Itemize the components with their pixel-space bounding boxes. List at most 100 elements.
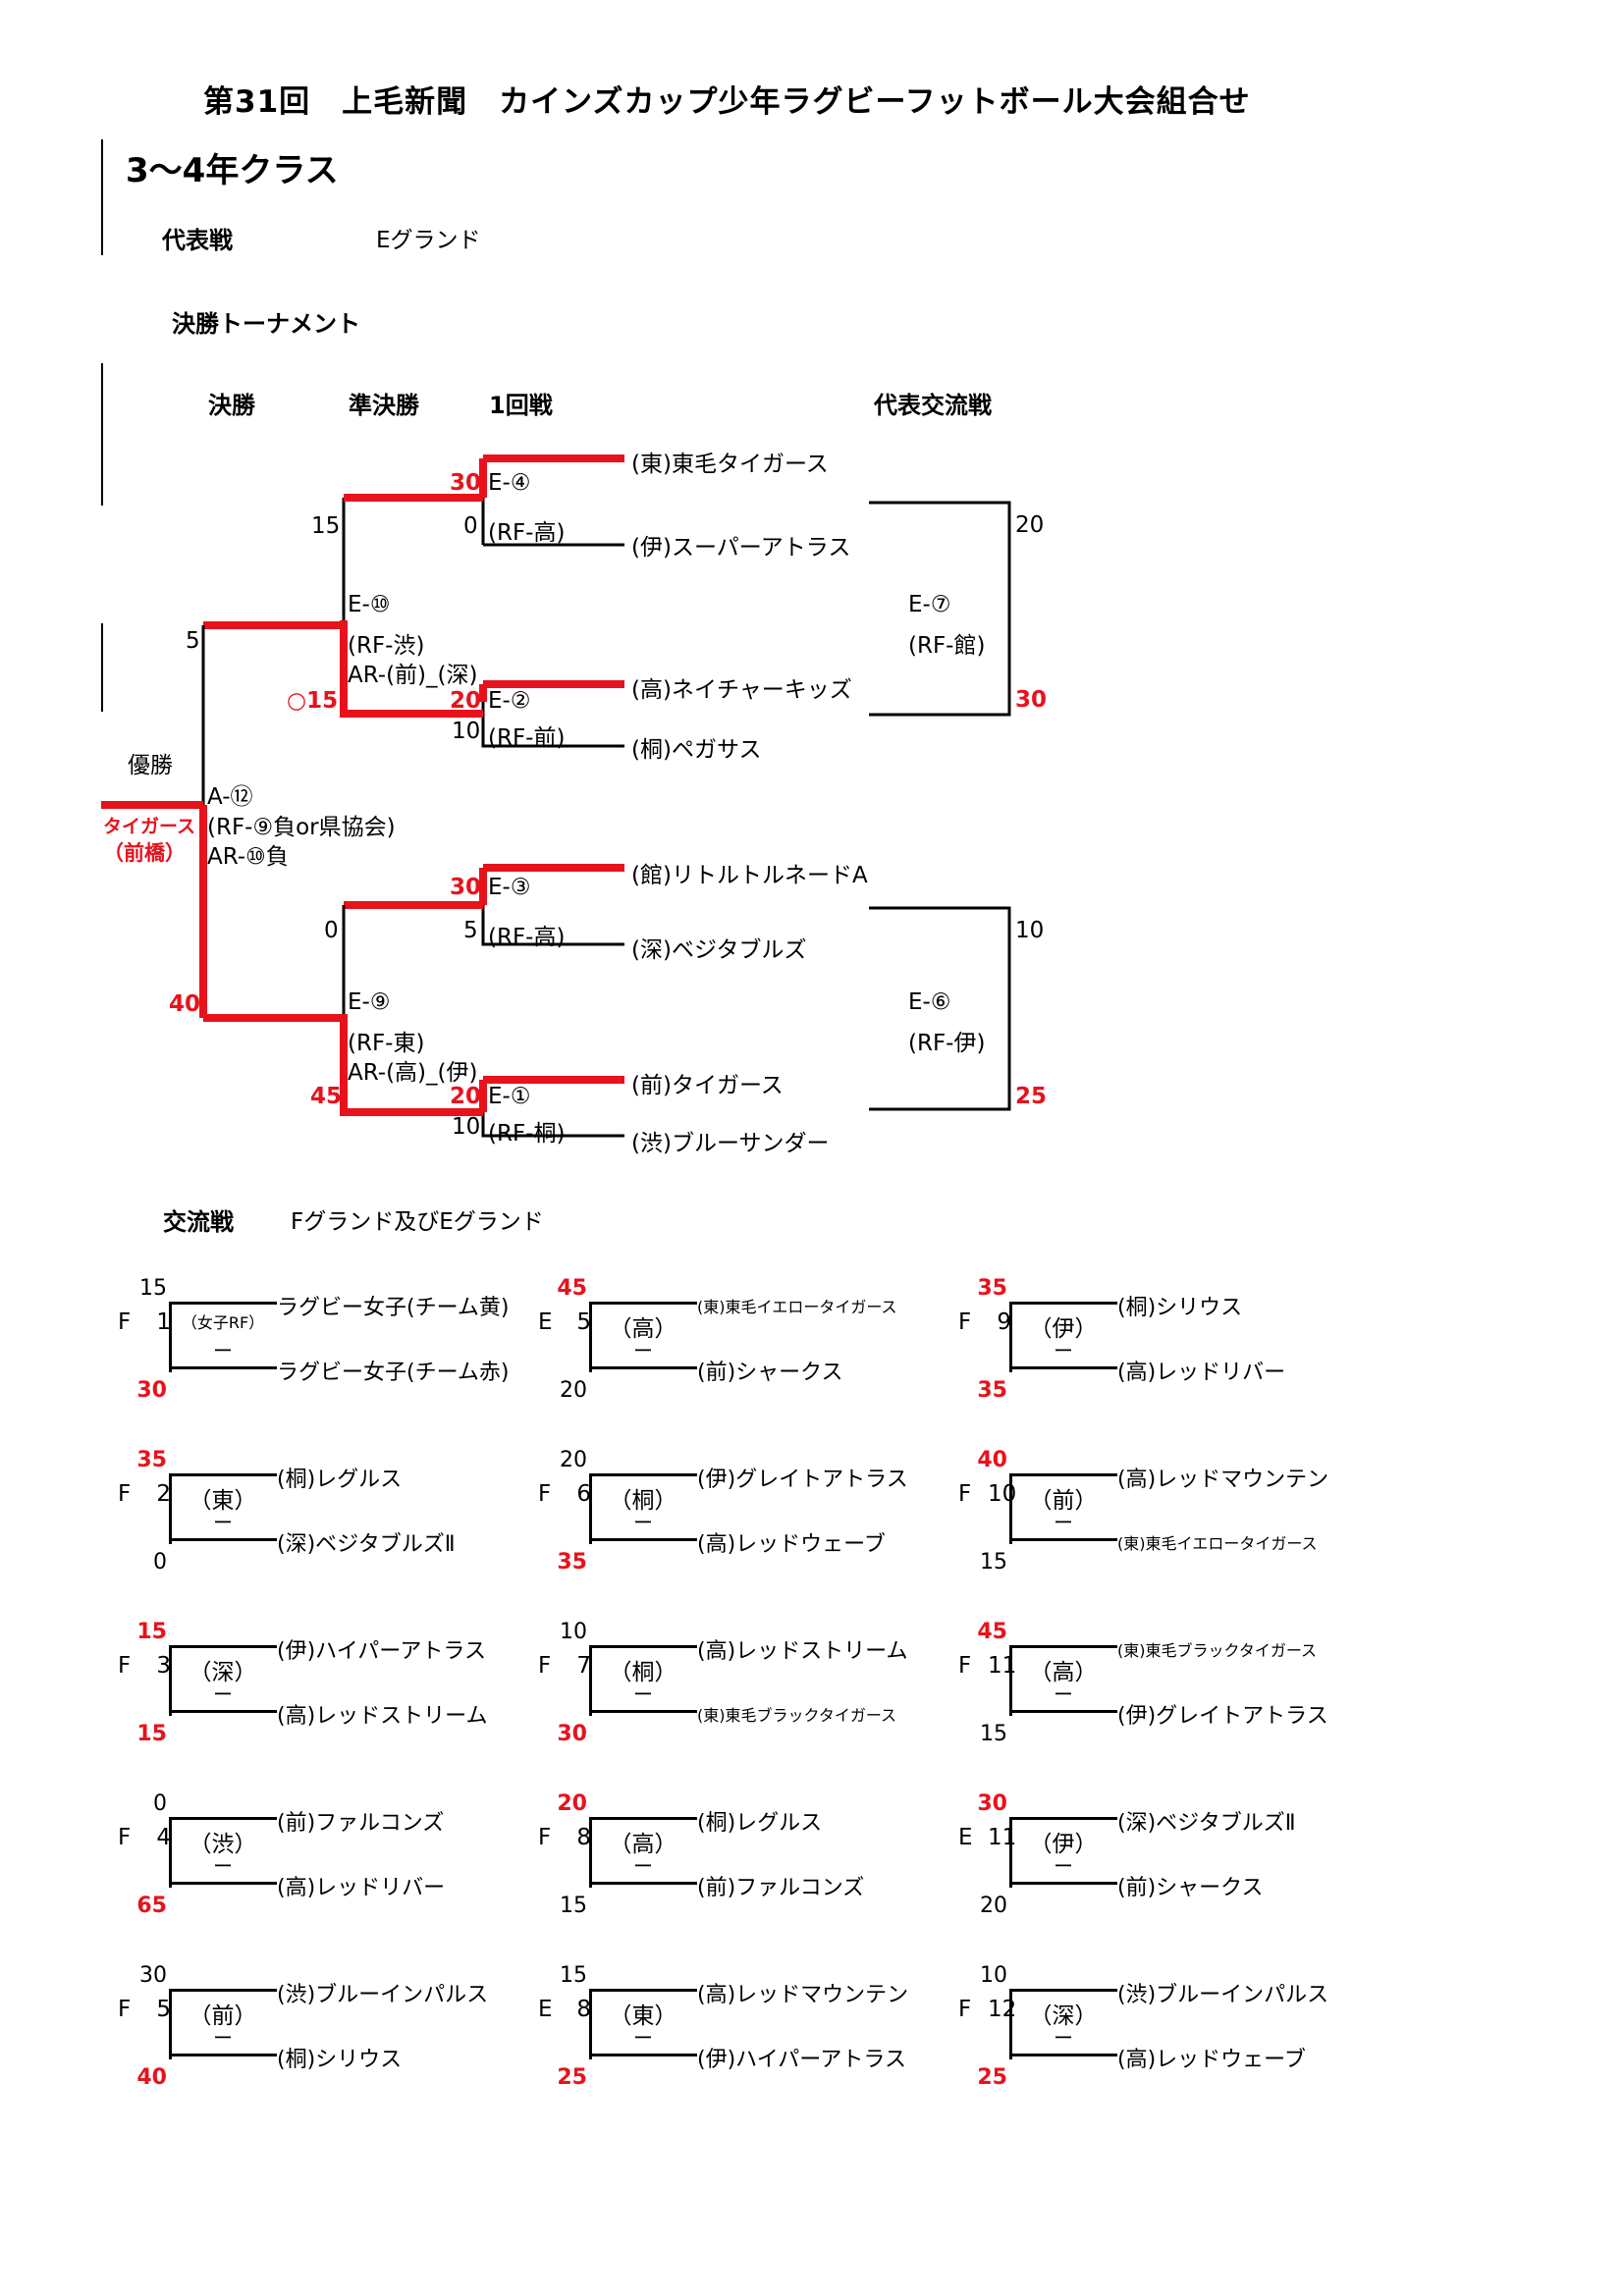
bracket-line [589,1882,697,1885]
match-code-letter: F [118,1309,132,1335]
referee: （前） [189,2003,257,2029]
team-name: (高)レッドマウンテン [1117,1468,1329,1492]
winner-line [479,1076,624,1112]
team-name: (高)レッドリバー [1117,1361,1286,1385]
bracket-line [589,1473,697,1476]
bracket-line [169,1710,277,1713]
dash: ー [633,1854,653,1878]
bracket-line [589,1710,697,1713]
match-code-letter: F [958,1481,972,1507]
referee: (RF-館) [908,633,986,659]
team-name: (高)レッドウェーブ [697,1532,886,1557]
bracket-line [1009,2054,1117,2056]
header-final: 決勝 [208,392,255,419]
match-code-letter: E [958,1825,973,1850]
score: 5 [463,918,478,943]
referee: （桐） [609,1660,677,1685]
bracket-line [1009,1989,1117,1992]
match-code-letter: F [118,1825,132,1850]
champion-team: タイガース [103,816,196,837]
document-title: 第31回 上毛新聞 カインズカップ少年ラグビーフットボール大会組合せ [203,84,1251,120]
top-score: 40 [977,1448,1007,1472]
match-code-letter: F [958,1653,972,1679]
bottom-score: 35 [977,1378,1007,1403]
margin-bar [101,623,103,712]
top-score: 15 [560,1963,587,1988]
team-name: (東)東毛ブラックタイガース [697,1706,897,1725]
referee: （桐） [609,1488,677,1514]
top-score: 10 [980,1963,1007,1988]
bracket-line [1009,1302,1117,1305]
team-name: ラグビー女子(チーム赤) [277,1361,510,1385]
top-score: 20 [557,1791,587,1816]
bracket-line [1009,1817,1117,1820]
score: 25 [1015,1084,1048,1109]
top-score: 20 [560,1448,587,1472]
team-name: (渋)ブルーインパルス [277,1983,489,2007]
bracket-line [169,1989,277,1992]
match-code-letter: E [538,1997,553,2022]
bracket-line [169,1366,277,1369]
bracket-line [589,2054,697,2056]
team-name: (前)シャークス [1117,1876,1264,1900]
final-tournament-label: 決勝トーナメント [172,310,360,338]
match-code-number: 7 [576,1653,591,1679]
match-code-letter: F [958,1997,972,2022]
bracket-line [1009,1710,1117,1713]
team-name: (東)東毛タイガース [631,452,829,477]
dash: ー [213,2026,233,2050]
winner-line [479,680,624,702]
bracket-line [169,1473,277,1476]
winner-line [340,620,483,718]
referee: (RF-高) [488,520,566,546]
match-code-number: 1 [156,1309,171,1335]
top-score: 35 [977,1276,1007,1301]
header-semifinal: 準決勝 [349,392,419,419]
bottom-score: 35 [557,1550,587,1575]
score: 0 [463,513,478,539]
bottom-score: 65 [136,1894,167,1918]
dash: ー [633,2026,653,2050]
match-code-number: 5 [156,1997,171,2022]
referee: （渋） [189,1832,257,1857]
team-name: (東)東毛ブラックタイガース [1117,1641,1318,1660]
bottom-score: 0 [153,1550,167,1575]
score: 20 [1015,512,1045,538]
champion-label: 優勝 [128,753,173,778]
bracket-line [589,1989,697,1992]
referee: （伊） [1029,1316,1098,1342]
referee: （東） [609,2003,677,2029]
referee: (RF-高) [488,925,566,950]
team-name: (東)東毛イエロータイガース [1117,1534,1318,1553]
team-name: (高)レッドマウンテン [697,1983,909,2007]
match-code-letter: F [538,1825,552,1850]
top-score: 15 [139,1276,167,1301]
team-name: (高)ネイチャーキッズ [631,677,852,703]
match-code-number: 8 [576,1997,591,2022]
match-code-number: 4 [156,1825,171,1850]
score: ○15 [287,688,339,714]
header-rep-exchange: 代表交流戦 [874,392,992,419]
bottom-score: 15 [980,1550,1007,1575]
team-name: (伊)グレイトアトラス [1117,1704,1328,1729]
match-code-letter: F [118,1653,132,1679]
dash: ー [1054,1854,1073,1878]
bracket-line [481,905,624,946]
score: 10 [1015,918,1045,943]
match-code-number: 11 [988,1825,1017,1850]
match-code-number: 10 [988,1481,1017,1507]
score: 10 [452,1114,481,1140]
dash: ー [1054,1339,1073,1362]
score: 30 [1015,687,1048,713]
referee: （女子RF） [181,1313,265,1332]
dash: ー [633,1511,653,1534]
score: 20 [450,688,482,714]
